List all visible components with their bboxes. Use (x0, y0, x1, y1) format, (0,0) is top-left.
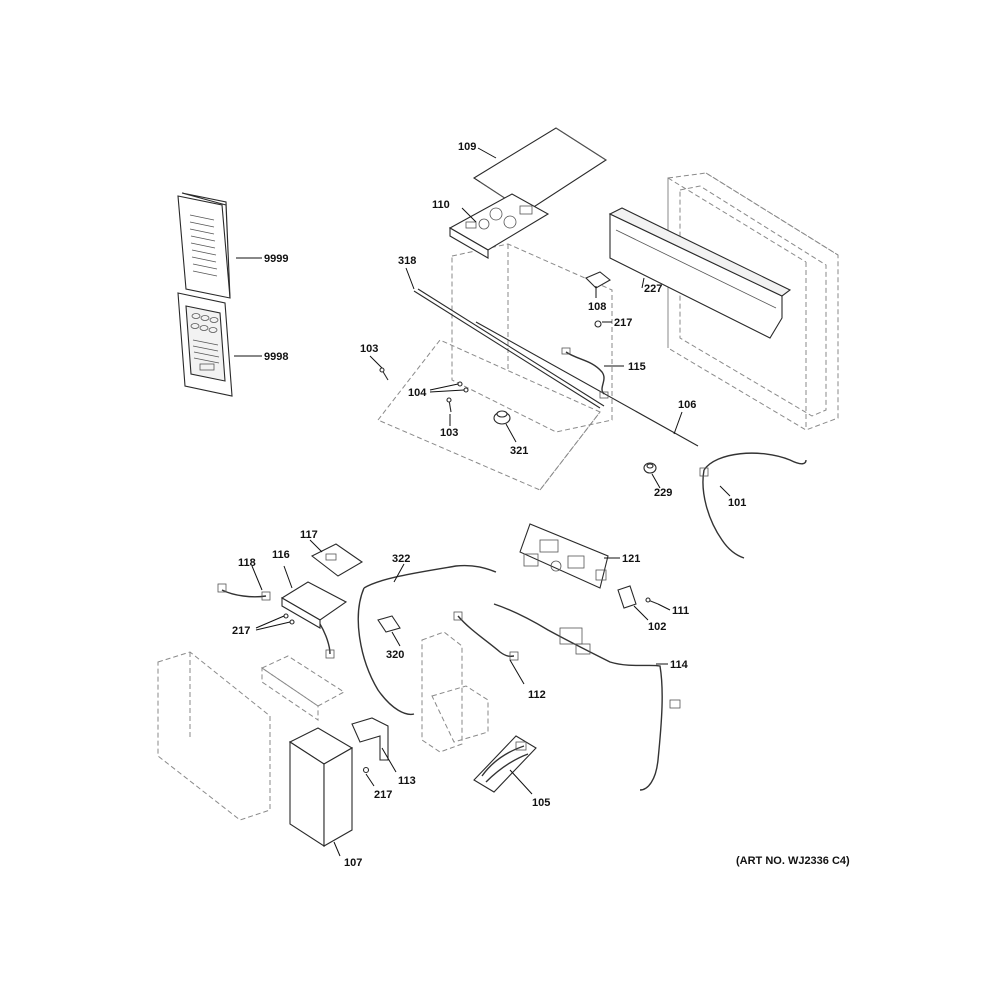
vent-trim-227[interactable] (608, 207, 792, 339)
screw-103-b[interactable] (446, 397, 452, 413)
art-number: (ART NO. WJ2336 C4) (736, 855, 850, 867)
label-229[interactable]: 229 (654, 487, 672, 499)
rail-318[interactable] (413, 288, 699, 447)
harness-112[interactable] (453, 611, 519, 661)
bracket-113[interactable] (351, 717, 389, 761)
lower-duct-outline (157, 631, 489, 821)
label-107[interactable]: 107 (344, 857, 362, 869)
label-114[interactable]: 114 (670, 659, 689, 671)
board-117[interactable] (310, 543, 364, 577)
part-labels: 109 110 9999 318 108 227 217 9998 103 11… (232, 141, 850, 869)
manual-9999[interactable] (177, 192, 231, 299)
control-housing-outline (377, 243, 613, 491)
screw-111[interactable] (645, 597, 659, 605)
label-9998[interactable]: 9998 (264, 351, 288, 363)
knob-321[interactable] (493, 410, 511, 425)
label-109[interactable]: 109 (458, 141, 476, 153)
harness-118[interactable] (217, 583, 271, 601)
grommet-229[interactable] (643, 462, 657, 474)
leader-lines (234, 147, 731, 857)
label-117[interactable]: 117 (300, 529, 318, 541)
screw-103-a[interactable] (379, 367, 389, 381)
control-cover-109[interactable] (472, 127, 608, 213)
screw-217-bottom[interactable] (362, 766, 370, 774)
label-111[interactable]: 111 (672, 605, 689, 617)
screw-217-top[interactable] (594, 320, 602, 328)
label-115[interactable]: 115 (628, 361, 646, 373)
label-108[interactable]: 108 (588, 301, 606, 313)
harness-322[interactable] (357, 564, 497, 716)
harness-assembly-105[interactable] (473, 735, 537, 793)
label-217-left[interactable]: 217 (232, 625, 250, 637)
harness-114[interactable] (493, 603, 681, 791)
label-116[interactable]: 116 (272, 549, 290, 561)
relay-board-121[interactable] (519, 523, 609, 589)
label-103-b[interactable]: 103 (440, 427, 458, 439)
manual-9998[interactable] (177, 292, 233, 397)
label-217-bottom[interactable]: 217 (374, 789, 392, 801)
harness-115[interactable] (561, 347, 609, 399)
label-112[interactable]: 112 (528, 689, 546, 701)
label-113[interactable]: 113 (398, 775, 416, 787)
label-320[interactable]: 320 (386, 649, 404, 661)
label-321[interactable]: 321 (510, 445, 528, 457)
bracket-108[interactable] (585, 271, 611, 289)
label-105[interactable]: 105 (532, 797, 550, 809)
label-118[interactable]: 118 (238, 557, 256, 569)
label-104[interactable]: 104 (408, 387, 427, 399)
label-322[interactable]: 322 (392, 553, 410, 565)
screw-104[interactable] (457, 381, 469, 393)
power-module-116[interactable] (280, 581, 348, 659)
control-board-110[interactable] (448, 193, 550, 259)
clip-320[interactable] (377, 615, 401, 633)
label-106[interactable]: 106 (678, 399, 696, 411)
cover-107[interactable] (288, 727, 354, 848)
label-318[interactable]: 318 (398, 255, 416, 267)
switch-102[interactable] (617, 585, 637, 609)
label-121[interactable]: 121 (622, 553, 640, 565)
label-101[interactable]: 101 (728, 497, 746, 509)
harness-101[interactable] (699, 452, 807, 559)
label-103-a[interactable]: 103 (360, 343, 378, 355)
label-9999[interactable]: 9999 (264, 253, 288, 265)
label-102[interactable]: 102 (648, 621, 666, 633)
label-217-top[interactable]: 217 (614, 317, 632, 329)
label-110[interactable]: 110 (432, 199, 450, 211)
label-227[interactable]: 227 (644, 283, 662, 295)
